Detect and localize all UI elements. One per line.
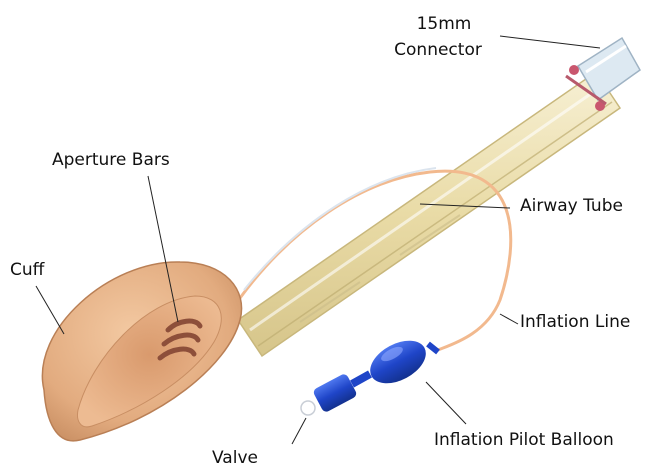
connector-label-line2: Connector <box>378 40 498 60</box>
cuff-label: Cuff <box>10 260 44 280</box>
cuff <box>42 262 241 441</box>
connector-flange-top <box>569 65 579 75</box>
pilot-balloon-label: Inflation Pilot Balloon <box>434 430 614 450</box>
valve <box>301 373 370 415</box>
valve-label: Valve <box>212 448 258 468</box>
inflation-line-label: Inflation Line <box>520 312 630 332</box>
connector-label-line1: 15mm <box>396 14 492 34</box>
airway-tube-label: Airway Tube <box>520 196 623 216</box>
aperture-bars-label: Aperture Bars <box>52 150 170 170</box>
